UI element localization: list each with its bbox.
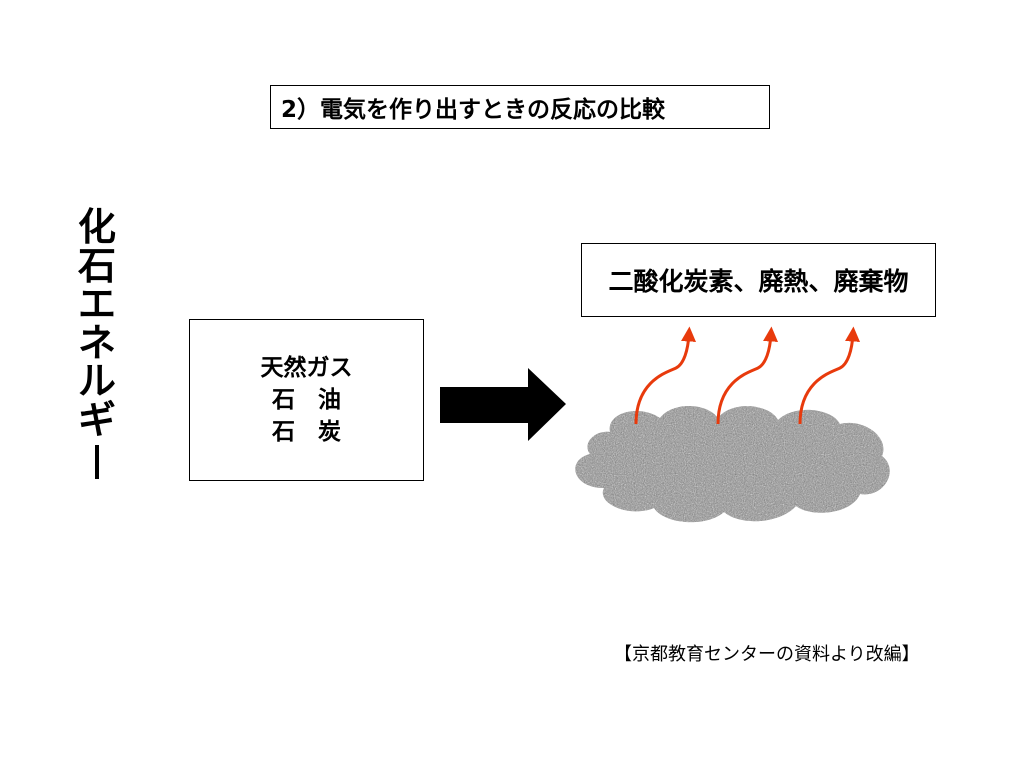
side-label-char: 化 [77, 205, 116, 249]
products-box: 二酸化炭素、廃熱、廃棄物 [581, 243, 936, 317]
heat-arrow-3 [798, 326, 861, 425]
long-vowel-mark [95, 445, 99, 479]
emission-cloud [575, 406, 890, 523]
fuel-natural-gas: 天然ガス [260, 355, 353, 381]
side-label-char: ギ [77, 397, 116, 442]
heat-arrow-1 [634, 326, 697, 425]
page-title: 2）電気を作り出すときの反応の比較 [270, 85, 770, 129]
side-label-fossil-energy: 化 石 エ ネ ル ギ [72, 208, 122, 479]
page-title-text: 2）電気を作り出すときの反応の比較 [281, 97, 666, 123]
products-text: 二酸化炭素、廃熱、廃棄物 [608, 267, 909, 296]
fuel-coal: 石 炭 [272, 419, 341, 445]
side-label-char: 石 [77, 243, 116, 288]
fuel-oil: 石 油 [272, 387, 341, 413]
side-label-char: ネ [77, 320, 116, 365]
side-label-char: エ [77, 282, 116, 326]
fuel-list-box: 天然ガス 石 油 石 炭 [189, 319, 424, 481]
source-note: 【京都教育センターの資料より改編】 [614, 644, 920, 665]
side-label-char: ル [77, 359, 116, 403]
heat-arrow-2 [716, 326, 779, 425]
process-arrow [440, 368, 566, 441]
